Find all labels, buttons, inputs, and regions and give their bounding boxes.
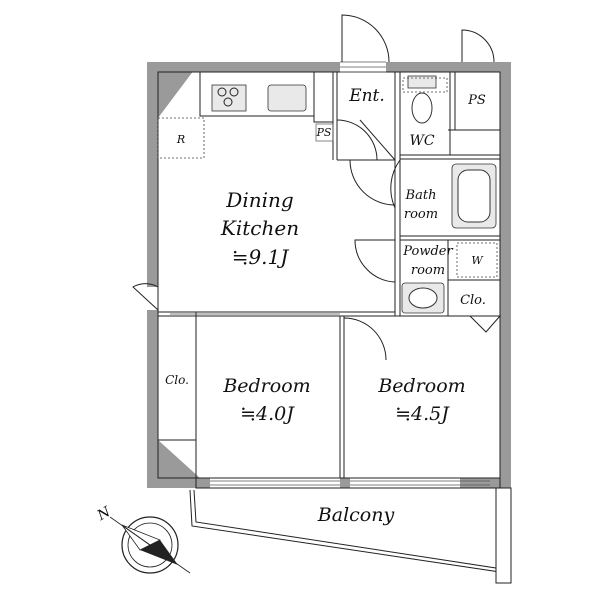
bath-fixtures: [401, 75, 498, 314]
sink-icon: [267, 84, 307, 112]
toilet-icon: [411, 92, 433, 124]
compass-icon: [109, 516, 191, 574]
bedroom-right-label: Bedroom: [377, 375, 465, 397]
closet-left-label: Clo.: [165, 373, 189, 387]
ps-top-label: PS: [467, 93, 486, 108]
powder-room-label-2: room: [411, 263, 445, 278]
dining-kitchen-label-2: Kitchen: [220, 216, 299, 240]
compass-north-label: N: [94, 504, 114, 525]
kitchen-counter: [199, 71, 334, 123]
interior-walls: [157, 71, 501, 489]
exterior-walls: [147, 62, 511, 488]
bathroom-label-1: Bath: [405, 188, 437, 203]
ps-kitchen-label: PS: [316, 126, 332, 139]
balcony-outline: [189, 487, 512, 584]
bedroom-left-area: ≒4.0J: [240, 403, 295, 425]
dining-kitchen-area: ≒9.1J: [232, 245, 290, 269]
bathroom-label-2: room: [404, 207, 438, 222]
washer-label: W: [471, 254, 484, 267]
closet-right-label: Clo.: [460, 293, 486, 308]
powder-room-label-1: Powder: [402, 244, 453, 259]
entrance-label: Ent.: [348, 86, 385, 106]
bedroom-right-area: ≒4.5J: [395, 403, 450, 425]
fridge-space: [157, 117, 205, 159]
dining-kitchen-label-1: Dining: [225, 188, 293, 212]
balcony-label: Balcony: [317, 504, 395, 526]
bedroom-left-label: Bedroom: [222, 375, 310, 397]
windows: [170, 61, 490, 486]
doors: [132, 14, 502, 361]
fridge-label: R: [176, 133, 185, 146]
wc-label: WC: [409, 133, 434, 149]
